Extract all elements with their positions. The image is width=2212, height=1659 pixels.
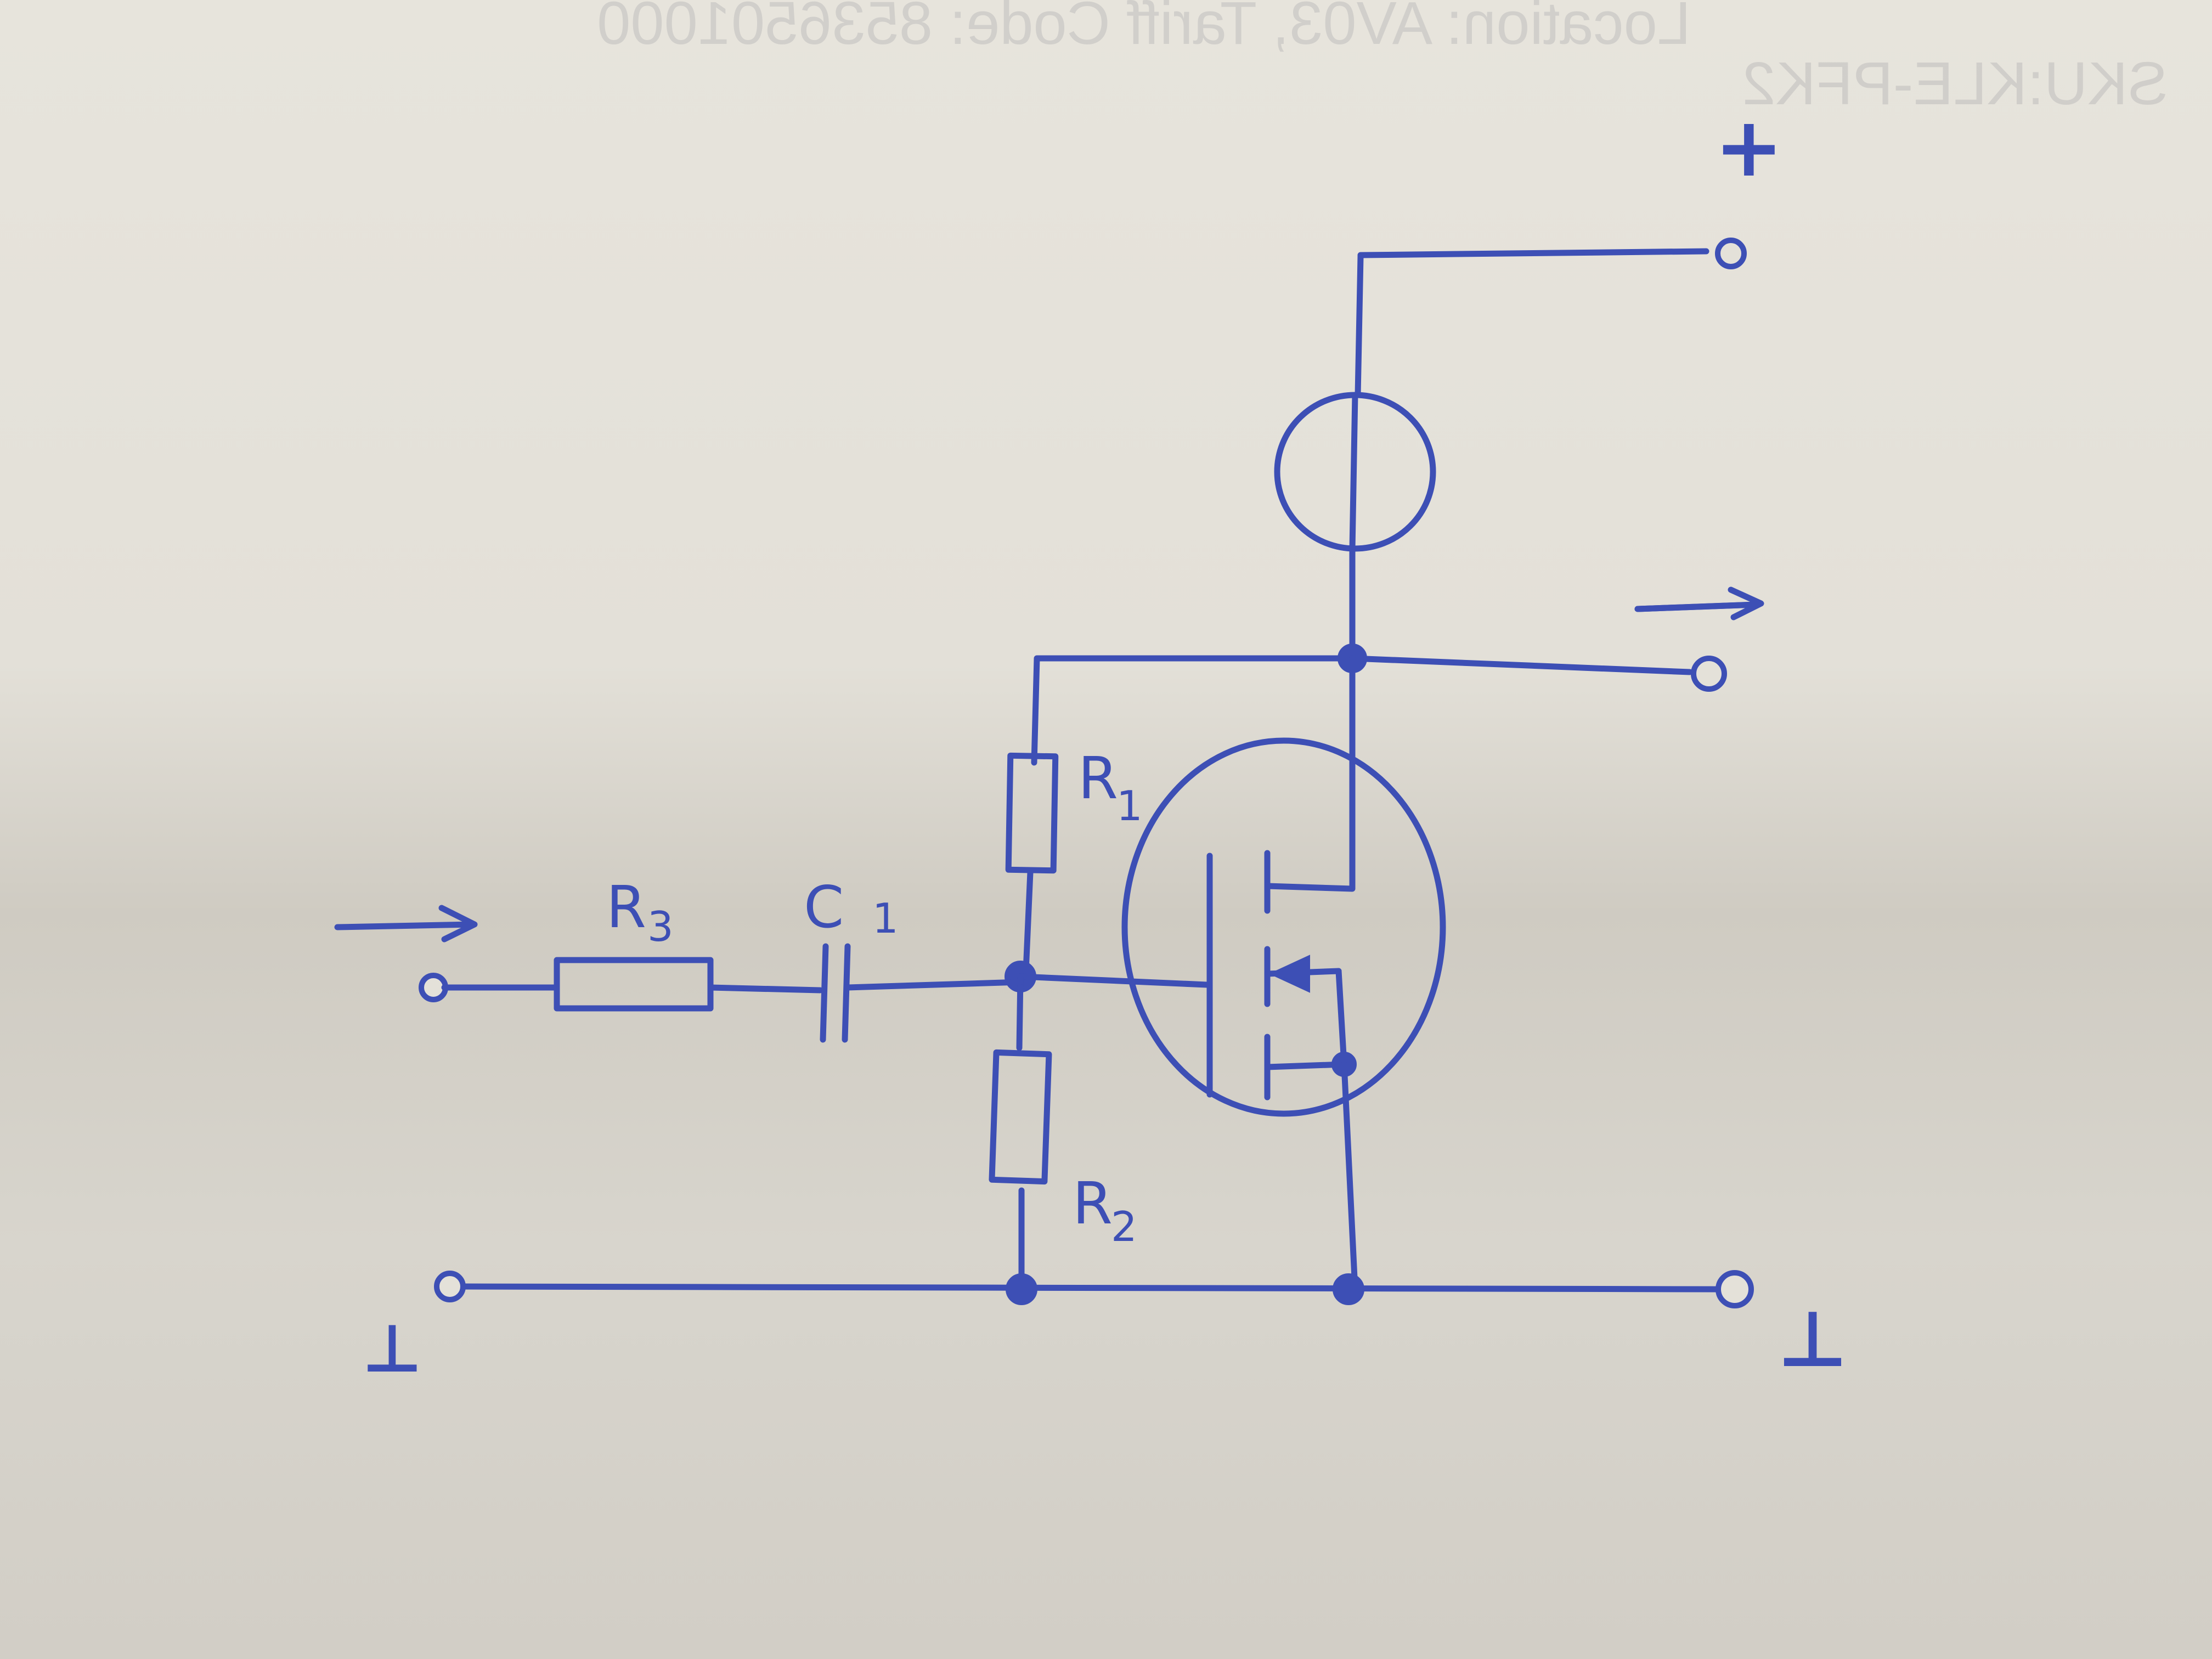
capacitor-c1-plate-right [842,943,851,1043]
input-arrow-icon [334,905,478,943]
mosfet-body-arrow-icon [1268,955,1310,993]
ground-label-right: ⊥ [1778,1295,1848,1385]
drain-wire-top [1355,253,1364,398]
bleed-text-2: SKU:KLE-PFK2 [1742,50,2168,117]
capacitor-c1-plate-left [820,943,829,1043]
mosfet-drain [1264,655,1356,892]
output-terminal[interactable] [1691,656,1727,692]
c1-sub: 1 [872,894,899,943]
resistor-r1 [1005,752,1059,874]
supply-terminal[interactable] [1715,238,1747,269]
bleed-text-1: Location: AV03, Tariff Code: 8536501000 [597,0,1691,57]
ground-terminal-right[interactable] [1716,1270,1754,1308]
c1-label: C [804,874,844,941]
r1-lower-wire [1023,869,1034,974]
resistor-r3 [554,957,714,1012]
r2-sub: 2 [1111,1203,1137,1251]
current-source-line [1349,392,1358,552]
junction-ground-r2 [1006,1273,1037,1305]
r2-label: R [1073,1170,1113,1237]
gate-wire [1017,973,1210,988]
c1-gate-wire [844,979,1024,991]
output-arrow-path [1634,586,1764,620]
output-wire [1031,655,1693,766]
r1-label: R [1078,745,1118,812]
supply-wire [1357,248,1709,260]
ground-rail [460,1283,1720,1293]
mosfet-body-source-link [1335,968,1347,1068]
resistor-r2 [989,1049,1052,1185]
mosfet-envelope [1121,737,1446,1117]
plus-label: + [1714,100,1784,195]
r1-sub: 1 [1116,782,1143,830]
source-wire [1341,1061,1358,1293]
r3-c1-wire [707,984,823,994]
r3-label: R [606,874,646,941]
ground-terminal-left[interactable] [434,1271,466,1302]
mosfet-source [1264,1061,1347,1070]
r3-sub: 3 [647,902,674,951]
junction-ground-source [1333,1273,1364,1305]
ground-label-left: ⊥ [362,1311,422,1387]
r2-upper-wire [1016,973,1024,1051]
